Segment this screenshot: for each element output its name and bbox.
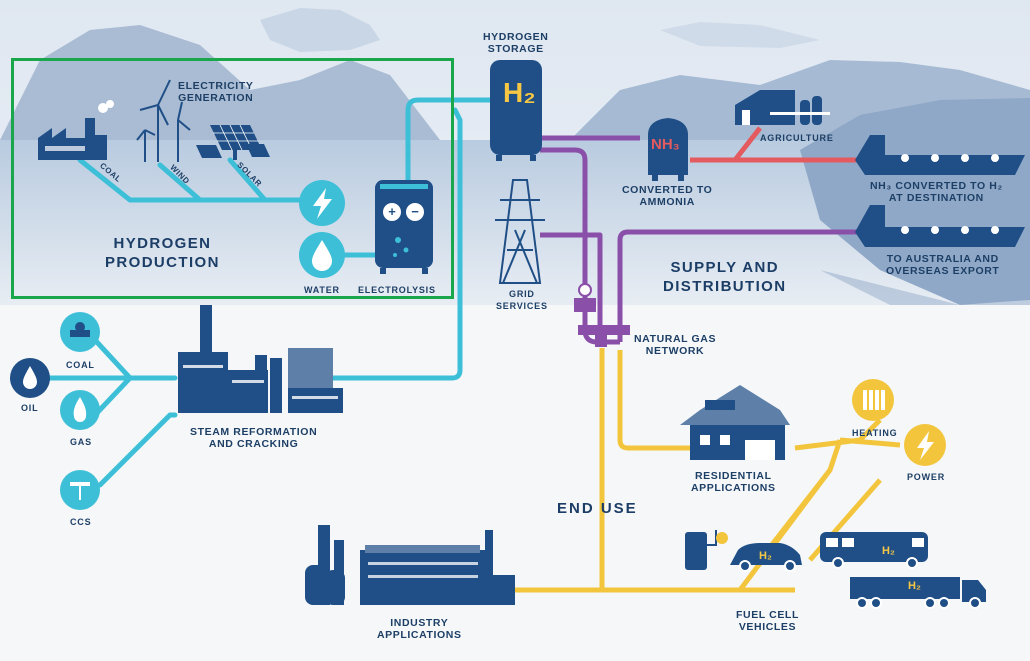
barn-icon bbox=[735, 90, 830, 125]
transmission-tower-icon bbox=[495, 179, 545, 284]
converted-to-ammonia-label: CONVERTED TO AMMONIA bbox=[622, 184, 713, 208]
tanker-ship-top-icon bbox=[855, 135, 1025, 175]
water-drop-icon bbox=[299, 232, 345, 278]
wind-turbine-icon bbox=[136, 79, 191, 162]
ammonia-tank-icon bbox=[648, 118, 688, 181]
oil-label: OIL bbox=[21, 403, 39, 413]
ccs-label: CCS bbox=[70, 517, 92, 527]
nh3-tank-label: NH₃ bbox=[651, 136, 680, 153]
export-island bbox=[800, 98, 1030, 305]
h2-bus-label: H₂ bbox=[882, 545, 895, 557]
ccs-icon bbox=[60, 470, 100, 510]
water-label: WATER bbox=[304, 285, 340, 295]
electricity-icon bbox=[299, 180, 345, 226]
coal-source-label: COAL bbox=[66, 360, 95, 370]
tanker-ship-bottom-icon bbox=[855, 205, 1025, 247]
residential-label: RESIDENTIAL APPLICATIONS bbox=[691, 470, 776, 494]
h2-car-label: H₂ bbox=[759, 550, 772, 562]
grid-services-label: GRID SERVICES bbox=[496, 289, 548, 311]
coal-power-plant-icon bbox=[38, 100, 114, 160]
purple-pipe-network bbox=[540, 135, 860, 345]
steam-reformation-label: STEAM REFORMATION AND CRACKING bbox=[190, 426, 318, 450]
electricity-generation-label: ELECTRICITY GENERATION bbox=[178, 80, 254, 104]
fuel-cell-bus-icon bbox=[820, 532, 928, 569]
hydrogen-production-label: HYDROGEN PRODUCTION bbox=[105, 235, 220, 271]
supply-distribution-label: SUPPLY AND DISTRIBUTION bbox=[663, 259, 787, 295]
agriculture-label: AGRICULTURE bbox=[760, 133, 834, 143]
end-use-label: END USE bbox=[557, 500, 638, 517]
cyan-pipe-network bbox=[37, 97, 498, 488]
svg-text:+: + bbox=[388, 204, 396, 219]
mountain-left bbox=[0, 25, 440, 140]
gas-label: GAS bbox=[70, 437, 92, 447]
hydrogen-production-highlight-box bbox=[11, 58, 454, 299]
hydrogen-storage-tank-icon bbox=[490, 60, 542, 161]
gas-flame-icon bbox=[60, 390, 100, 430]
nh3-converted-label: NH₃ CONVERTED TO H₂ AT DESTINATION bbox=[870, 180, 1003, 204]
power-icon bbox=[904, 424, 946, 466]
h2-truck-label: H₂ bbox=[908, 580, 921, 592]
h2-tank-label: H₂ bbox=[503, 77, 536, 108]
fuel-cell-car-icon bbox=[730, 543, 802, 572]
export-label: TO AUSTRALIA AND OVERSEAS EXPORT bbox=[886, 253, 1000, 277]
electrolysis-label: ELECTROLYSIS bbox=[358, 285, 436, 295]
svg-text:−: − bbox=[411, 204, 419, 219]
cloud-right bbox=[660, 22, 820, 48]
fuel-cell-vehicles-label: FUEL CELL VEHICLES bbox=[736, 609, 799, 633]
fuel-cell-truck-icon bbox=[850, 577, 986, 609]
oil-drop-icon bbox=[10, 358, 50, 398]
gas-valve-icon bbox=[574, 283, 630, 347]
house-icon bbox=[680, 385, 790, 460]
coal-source-icon bbox=[60, 312, 100, 352]
solar-panel-icon bbox=[196, 124, 270, 160]
industry-plant-icon bbox=[305, 525, 515, 605]
red-pipe-network bbox=[690, 126, 860, 163]
hydrogen-pump-icon bbox=[685, 530, 728, 570]
hydrogen-storage-label: HYDROGEN STORAGE bbox=[483, 31, 549, 55]
heating-icon bbox=[852, 379, 894, 421]
cloud-top bbox=[260, 8, 380, 52]
heating-label: HEATING bbox=[852, 428, 898, 438]
natural-gas-network-label: NATURAL GAS NETWORK bbox=[634, 333, 717, 357]
power-label: POWER bbox=[907, 472, 946, 482]
electrolyser-icon: + − bbox=[375, 180, 433, 274]
industry-label: INDUSTRY APPLICATIONS bbox=[377, 617, 462, 641]
steam-reformation-plant-icon bbox=[178, 305, 343, 413]
